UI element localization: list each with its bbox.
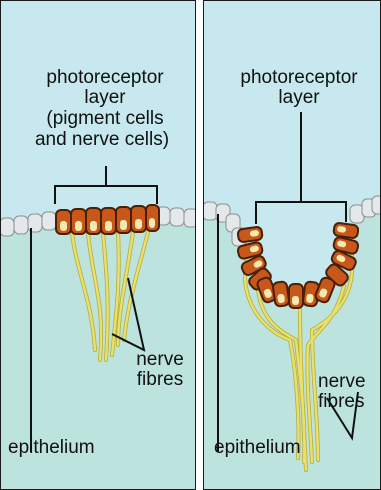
right-nerve-label-line-2: fibres [318,392,381,412]
left-nerve-label-line-2: fibres [126,370,194,390]
right-nerve-label-line-1: nerve [318,372,381,392]
left-title-line-1: photoreceptor [20,68,190,88]
right-title-line-2: layer [214,88,381,108]
right-title-line-1: photoreceptor [214,68,381,88]
left-title-line-2: layer [20,88,190,108]
left-nerve-label-line-1: nerve [126,350,194,370]
left-epithelium-label: epithelium [8,438,128,458]
left-title-line-3: (pigment cells [20,109,190,129]
right-epithelium-label: epithelium [214,438,334,458]
left-title-line-4: and nerve cells) [12,130,192,150]
